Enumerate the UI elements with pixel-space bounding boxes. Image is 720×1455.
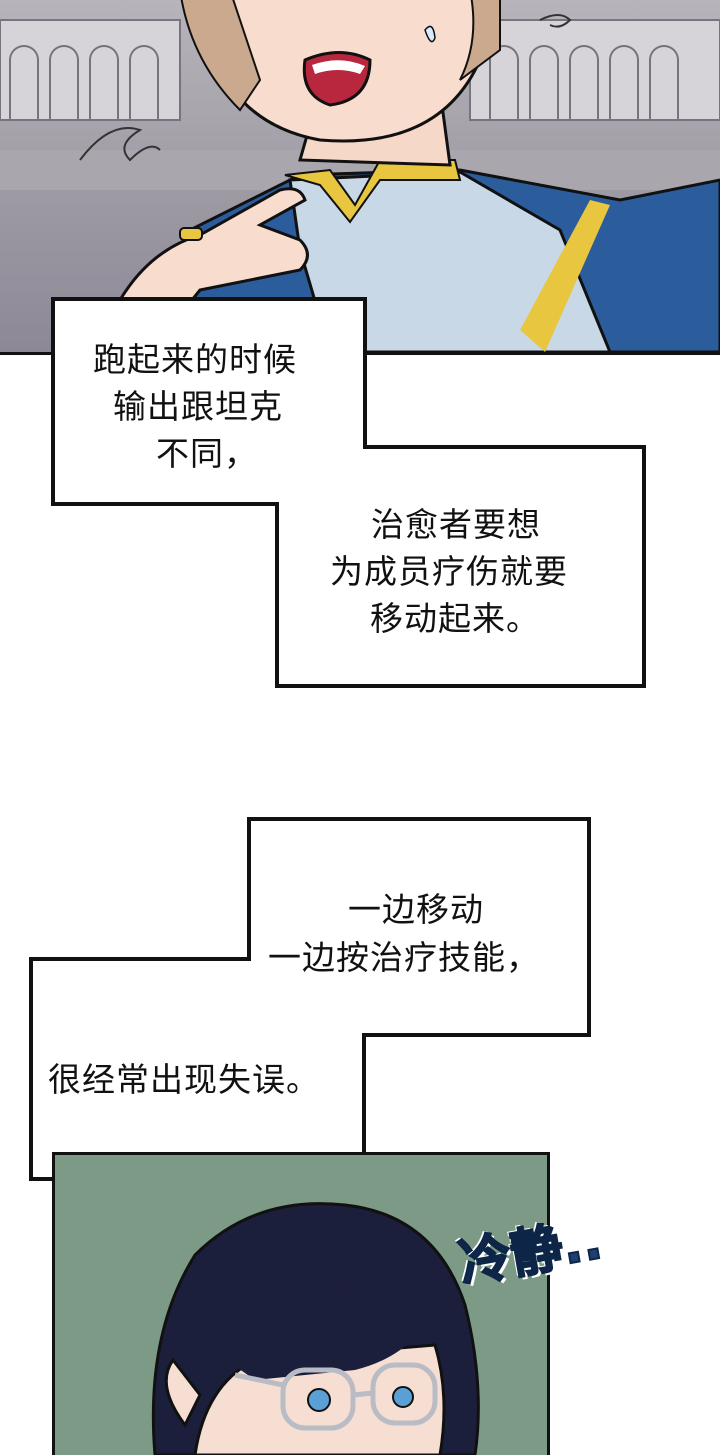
sweat-drop bbox=[424, 25, 436, 43]
background-arches bbox=[0, 19, 720, 121]
manga-panel-bottom bbox=[52, 1152, 550, 1455]
bubble-1-line-1: 跑起来的时候 bbox=[93, 340, 297, 379]
uniform-collar bbox=[284, 159, 462, 224]
speech-bubble-2-shape bbox=[29, 817, 591, 1181]
eye-left bbox=[307, 1388, 331, 1412]
uniform-stripe bbox=[520, 200, 610, 352]
hair-left bbox=[180, 0, 262, 112]
bangs bbox=[205, 1265, 435, 1380]
speech-bubble-1: 跑起来的时候 输出跟坦克 不同， 治愈者要想 为成员疗伤就要 移动起来。 bbox=[48, 294, 648, 690]
bubble-1-line-3: 不同， bbox=[156, 434, 258, 473]
motion-lines bbox=[79, 14, 572, 162]
speech-bubble-2: 一边移动 一边按治疗技能， 很经常出现失误。 bbox=[26, 814, 594, 1184]
manga-panel-top bbox=[0, 0, 720, 355]
panel-top-illustration bbox=[0, 0, 720, 352]
bubble-2-line-1: 治愈者要想 bbox=[371, 505, 541, 544]
bubble-3-line-1: 一边移动 bbox=[348, 890, 484, 929]
glasses bbox=[234, 1362, 438, 1431]
bubble-4-line-1: 很经常出现失误。 bbox=[48, 1060, 320, 1099]
hair-right bbox=[459, 0, 501, 81]
ear bbox=[164, 1357, 202, 1428]
eye-right bbox=[392, 1386, 414, 1408]
speech-bubble-1-shape bbox=[51, 297, 646, 688]
ring bbox=[179, 227, 203, 241]
bubble-2-line-3: 移动起来。 bbox=[370, 599, 540, 638]
bubble-1-line-2: 输出跟坦克 bbox=[113, 387, 283, 426]
bubble-2-line-2: 为成员疗伤就要 bbox=[330, 552, 568, 591]
panel-bottom-illustration bbox=[151, 1202, 480, 1455]
teeth bbox=[312, 60, 365, 74]
bubble-3-line-2: 一边按治疗技能， bbox=[268, 938, 540, 977]
